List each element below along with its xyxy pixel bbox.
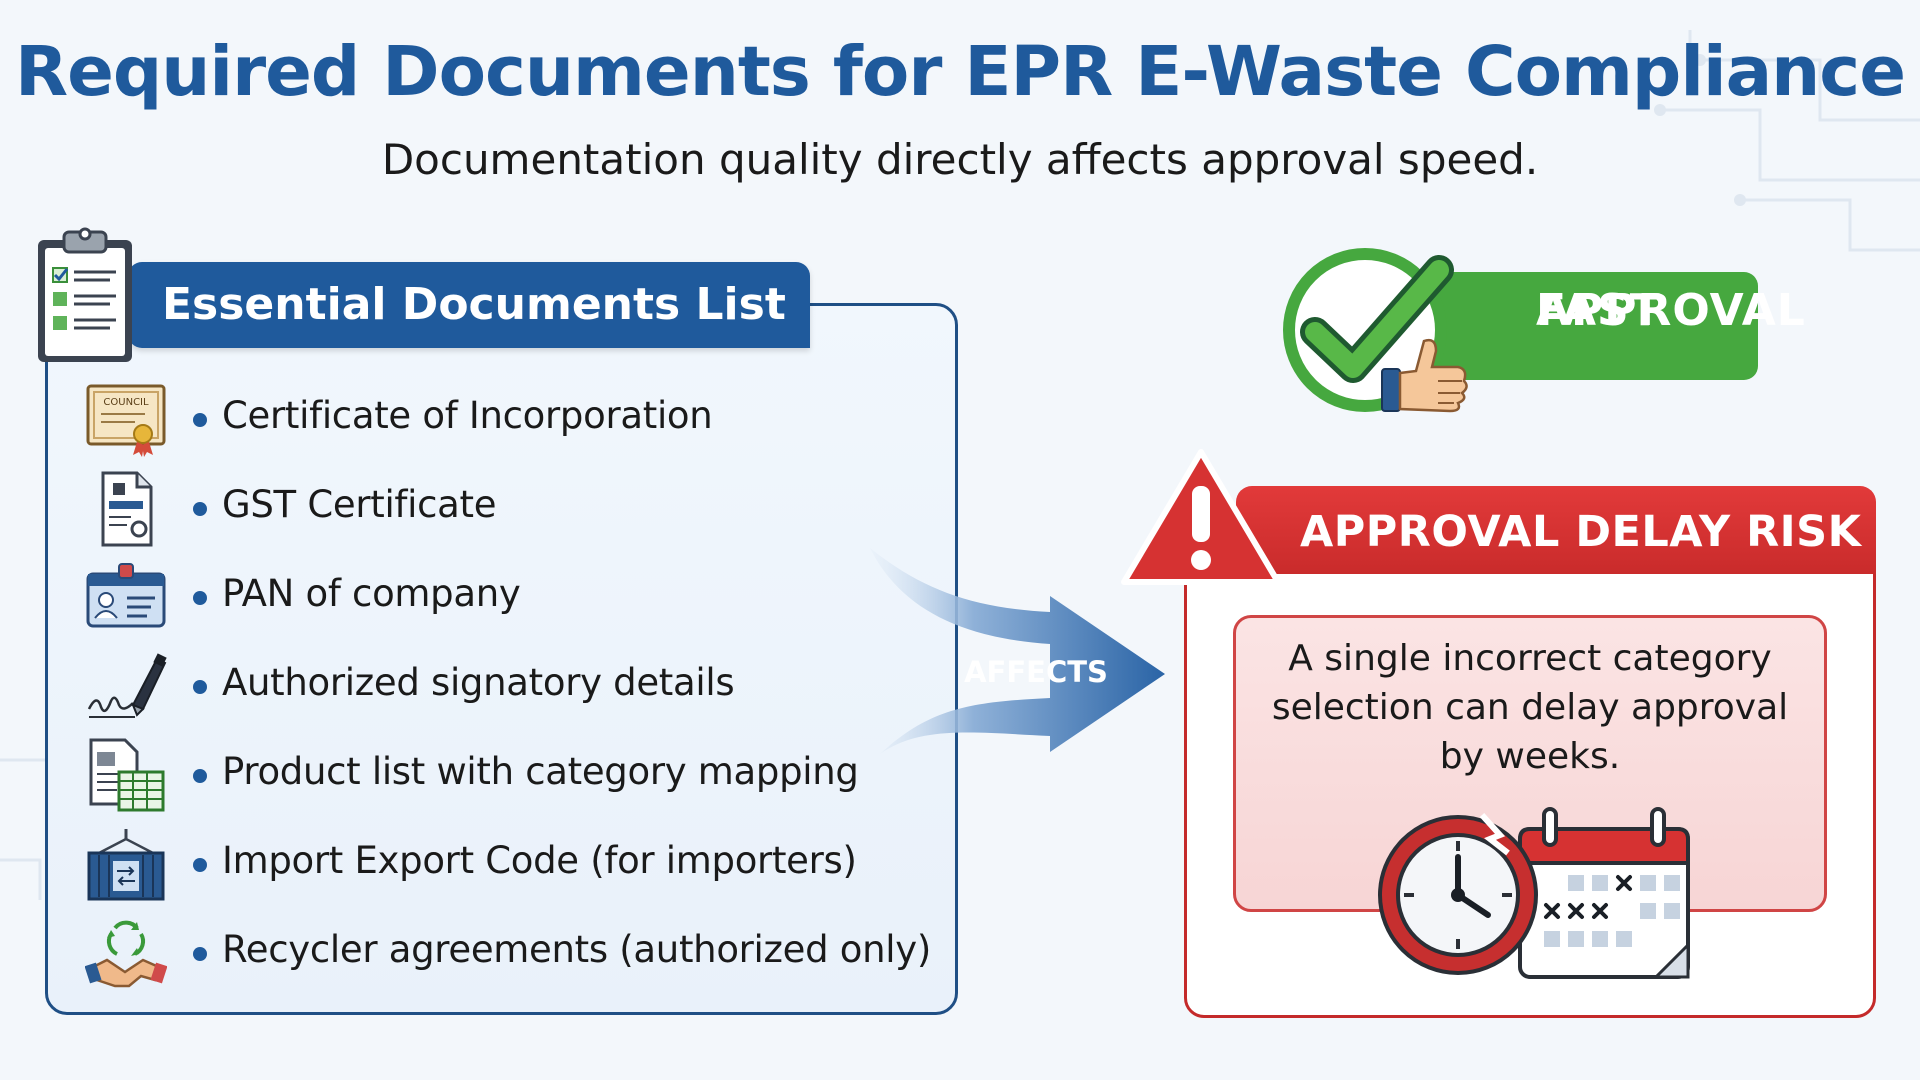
affects-arrow: AFFECTS xyxy=(870,548,1165,754)
fast-approval-line2: APPROVAL xyxy=(1536,285,1806,336)
document-label: Import Export Code (for importers) xyxy=(222,839,857,882)
list-bullet xyxy=(193,947,207,961)
risk-header: APPROVAL DELAY RISK xyxy=(1236,486,1876,574)
document-label: Product list with category mapping xyxy=(222,750,859,793)
page-title: Required Documents for EPR E-Waste Compl… xyxy=(14,32,1906,112)
list-bullet xyxy=(193,502,207,516)
check-circle-icon xyxy=(1283,248,1454,412)
list-item: GST Certificate xyxy=(85,469,945,558)
thumbs-up-icon xyxy=(1381,338,1468,413)
gst-document-icon xyxy=(101,471,153,547)
document-label: Authorized signatory details xyxy=(222,661,735,704)
spreadsheet-icon xyxy=(89,738,165,812)
certificate-icon-text: COUNCIL xyxy=(103,397,149,408)
certificate-icon: COUNCIL xyxy=(86,384,166,457)
list-bullet xyxy=(193,591,207,605)
list-item: PAN of company xyxy=(85,558,945,647)
id-card-icon xyxy=(86,563,166,628)
list-item: Authorized signatory details xyxy=(85,647,945,736)
list-item: Import Export Code (for importers) xyxy=(85,825,945,914)
risk-header-label: APPROVAL DELAY RISK xyxy=(1300,507,1862,557)
arrow-label: AFFECTS xyxy=(964,655,1108,689)
document-label: GST Certificate xyxy=(222,483,497,526)
list-bullet xyxy=(193,680,207,694)
clipboard-icon xyxy=(38,227,132,362)
list-bullet xyxy=(193,769,207,783)
list-bullet xyxy=(193,413,207,427)
risk-message: A single incorrect category selection ca… xyxy=(1271,638,1789,777)
list-item: Product list with category mapping xyxy=(85,736,945,825)
clock-calendar-icon xyxy=(1378,807,1690,979)
list-item: Recycler agreements (authorized only) xyxy=(85,914,945,1003)
document-label: Certificate of Incorporation xyxy=(222,394,713,437)
recycle-handshake-icon xyxy=(85,920,167,988)
document-label: Recycler agreements (authorized only) xyxy=(222,928,931,971)
list-item: COUNCIL Certificate of Incorporation xyxy=(85,380,945,469)
shipping-container-icon xyxy=(87,829,165,901)
warning-triangle-icon xyxy=(1121,449,1281,585)
document-label: PAN of company xyxy=(222,572,521,615)
documents-header-label: Essential Documents List xyxy=(162,279,786,330)
signature-pen-icon xyxy=(87,653,167,718)
fast-approval-line1: FAST xyxy=(1536,285,1661,336)
fast-approval-badge: FAST APPROVAL xyxy=(1432,272,1805,380)
list-bullet xyxy=(193,858,207,872)
documents-header: Essential Documents List xyxy=(128,262,810,348)
page-subtitle: Documentation quality directly affects a… xyxy=(381,135,1539,184)
documents-list: COUNCIL Certificate of Incorporation GST… xyxy=(85,380,945,1003)
